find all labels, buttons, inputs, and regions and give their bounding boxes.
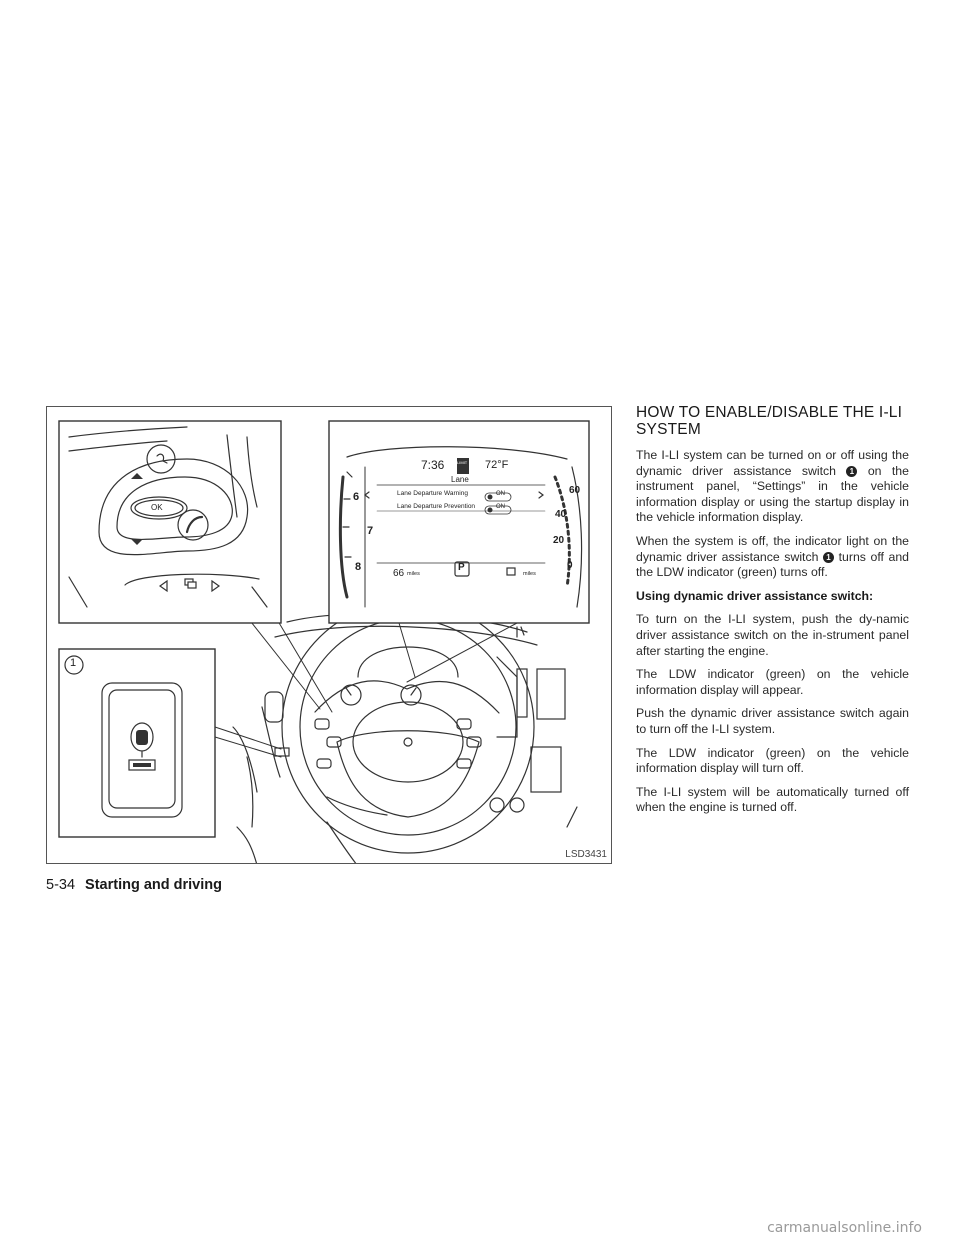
section-title-line-2: SYSTEM (636, 421, 701, 438)
paragraph-2: When the system is off, the indicator li… (636, 534, 909, 581)
paragraph-1-text-b: on the instrument panel, “Settings” in t… (636, 463, 909, 525)
illustration-graphic (58, 420, 590, 863)
speed-number: 60 (569, 485, 581, 496)
cluster-limit-sign: LIMIT (457, 460, 468, 465)
paragraph-1: The I-LI system can be turned on or off … (636, 448, 909, 526)
instruction-text-column: HOW TO ENABLE/DISABLE THE I-LI SYSTEM Th… (636, 404, 909, 824)
speed-number: 40 (555, 509, 567, 520)
speed-number: 0 (567, 560, 573, 571)
cluster-row-label-1: Lane Departure Warning (397, 490, 468, 497)
paragraph-1-text-a: The I-LI system can be turned on or off … (636, 448, 909, 478)
tach-number: 7 (367, 525, 374, 537)
paragraph-7: The I-LI system will be automatically tu… (636, 784, 909, 815)
paragraph-6: The LDW indicator (green) on the vehicle… (636, 745, 909, 776)
paragraph-4: The LDW indicator (green) on the vehicle… (636, 667, 909, 697)
inset-cluster (328, 420, 590, 624)
cluster-time: 7:36 (421, 458, 445, 472)
subheading: Using dynamic driver assistance switch: (636, 588, 874, 603)
cluster-menu-title: Lane (451, 475, 469, 484)
steering-switch-illustration: 1 OK 7:36 LIMIT 72°F Lane Lane Departure… (46, 406, 612, 864)
paragraph-2-text-a: When the system is off, the indicator li… (636, 533, 909, 564)
paragraph-3: To turn on the I-LI system, push the dy-… (636, 612, 909, 658)
speed-number: 20 (553, 535, 565, 546)
callout-1-badge: 1 (823, 551, 835, 563)
tach-number: 8 (355, 561, 362, 573)
cluster-row-state-1: ON (496, 491, 505, 497)
inset-steering-buttons (58, 420, 282, 624)
inset-assist-switch (58, 648, 216, 838)
cluster-row-label-2: Lane Departure Prevention (397, 503, 476, 510)
callout-1-badge: 1 (846, 465, 858, 477)
steering-wheel-drawing (232, 600, 578, 863)
gear-indicator: P (458, 562, 465, 573)
callout-number-figure: 1 (70, 657, 77, 669)
section-name: Starting and driving (85, 877, 222, 893)
watermark: carmanualsonline.info (767, 1220, 922, 1236)
paragraph-5: Push the dynamic driver assistance switc… (636, 706, 909, 736)
cluster-temperature: 72°F (485, 459, 509, 471)
section-title-line-1: HOW TO ENABLE/DISABLE THE I-LI (636, 404, 903, 421)
fuel-range-unit: miles (523, 571, 536, 577)
figure-id: LSD3431 (565, 849, 607, 860)
cluster-row-state-2: ON (496, 504, 505, 510)
page-footer: 5-34 Starting and driving (46, 877, 222, 893)
section-title: HOW TO ENABLE/DISABLE THE I-LI SYSTEM (636, 404, 909, 438)
ok-button-label: OK (151, 503, 163, 512)
range-value: 66 (393, 568, 405, 579)
page-number: 5-34 (46, 877, 76, 893)
tach-number: 6 (353, 491, 360, 503)
range-unit: miles (407, 571, 420, 577)
paragraph-2-text-b: turns off and the LDW indicator (green) … (636, 549, 910, 580)
